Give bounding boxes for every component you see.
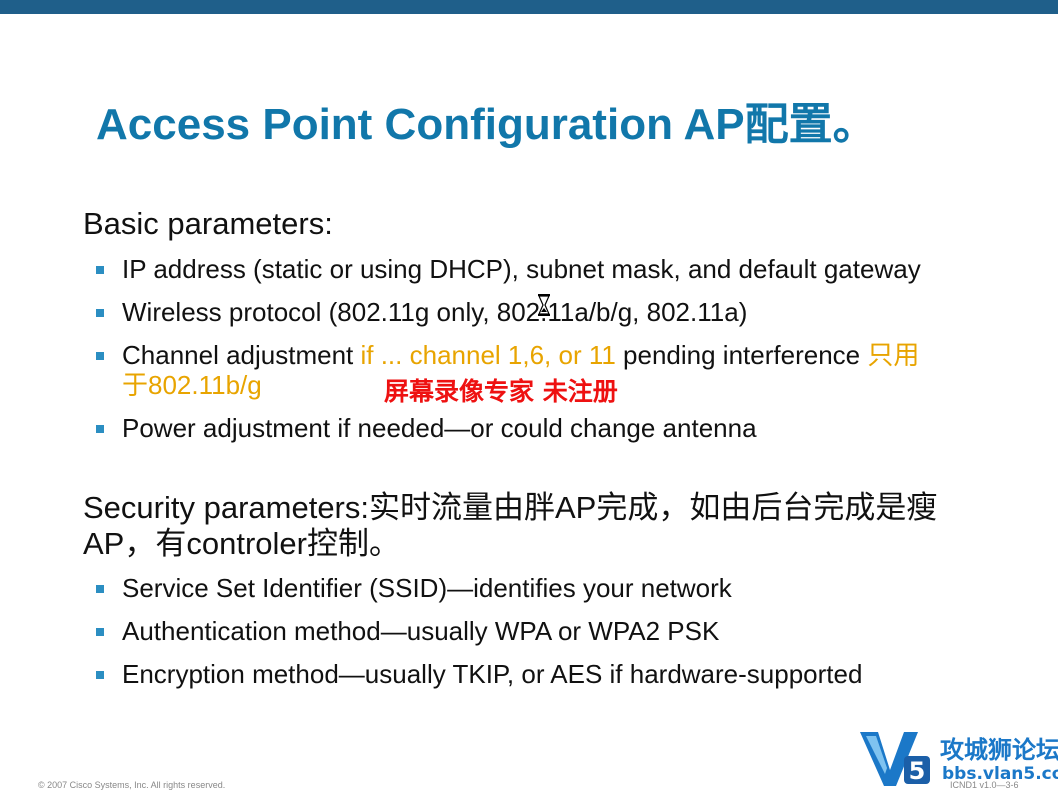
- bullet-square-icon: [96, 352, 104, 360]
- list-item: Channel adjustment if ... channel 1,6, o…: [96, 340, 926, 400]
- slide-title: Access Point Configuration AP配置。: [96, 100, 877, 149]
- bullet-square-icon: [96, 425, 104, 433]
- list-item: Service Set Identifier (SSID)—identifies…: [96, 573, 996, 603]
- list-item: IP address (static or using DHCP), subne…: [96, 254, 926, 284]
- bullet-square-icon: [96, 266, 104, 274]
- list-item: Encryption method—usually TKIP, or AES i…: [96, 659, 996, 689]
- basic-parameters-list: IP address (static or using DHCP), subne…: [96, 254, 926, 456]
- bullet-square-icon: [96, 309, 104, 317]
- page-code: ICND1 v1.0—3-6: [950, 780, 1019, 790]
- hourglass-cursor-icon: [538, 294, 550, 316]
- watermark-text: 屏幕录像专家 未注册: [384, 377, 618, 406]
- bullet-square-icon: [96, 585, 104, 593]
- v5-logo-icon: 5: [860, 732, 930, 786]
- bullet-square-icon: [96, 628, 104, 636]
- security-parameters-heading: Security parameters:实时流量由胖AP完成，如由后台完成是瘦A…: [83, 490, 938, 561]
- copyright-footer: © 2007 Cisco Systems, Inc. All rights re…: [38, 780, 226, 790]
- svg-text:5: 5: [909, 757, 926, 785]
- site-logo: 5 攻城狮论坛 bbs.vlan5.com: [856, 726, 1058, 792]
- list-item: Authentication method—usually WPA or WPA…: [96, 616, 996, 646]
- list-item: Wireless protocol (802.11g only, 802.11a…: [96, 297, 926, 327]
- basic-parameters-heading: Basic parameters:: [83, 206, 333, 241]
- list-item: Power adjustment if needed—or could chan…: [96, 413, 926, 443]
- logo-chinese-text: 攻城狮论坛: [940, 736, 1058, 764]
- top-bar: [0, 0, 1058, 14]
- security-parameters-list: Service Set Identifier (SSID)—identifies…: [96, 573, 996, 702]
- bullet-square-icon: [96, 671, 104, 679]
- logo-url-text: bbs.vlan5.com: [942, 764, 1058, 784]
